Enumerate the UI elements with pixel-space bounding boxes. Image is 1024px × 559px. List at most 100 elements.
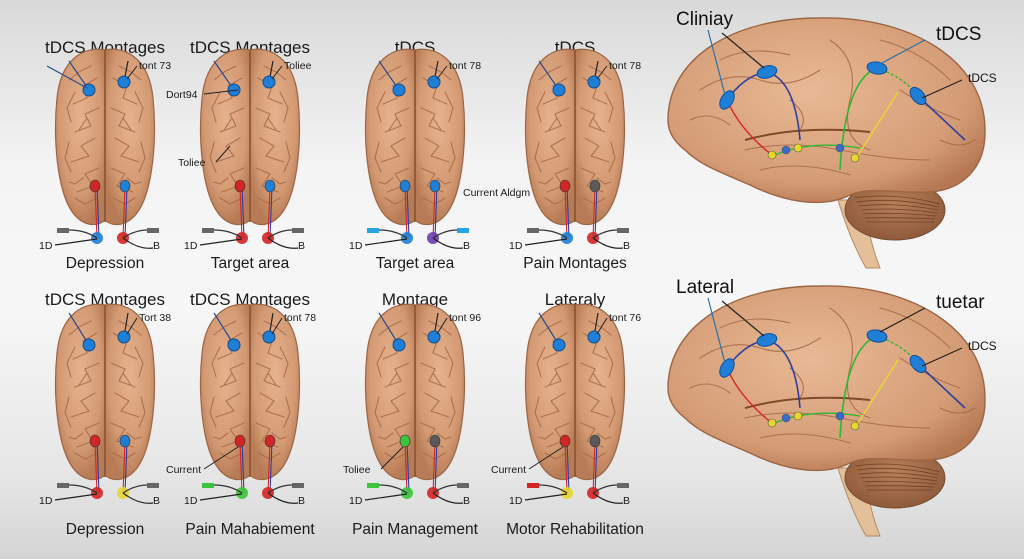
cerebellum-fold [864,485,936,488]
label-leader [432,492,464,504]
electrode-top-blue [552,338,566,352]
cerebellum-fold [858,472,939,479]
annotation-leader [596,65,608,80]
wire-blue [406,440,410,494]
plug-left [202,483,214,488]
annotation-label: tont 73 [139,60,171,72]
electrode-bottom-blue [399,179,411,193]
plug-left [527,228,539,233]
pad-label-1d: 1D [349,240,363,252]
brain-top-view [364,48,466,226]
plug-wire [122,229,148,239]
panel-title: tDCS Montages [190,38,310,57]
wire-red [267,185,271,239]
sulcus [719,50,791,61]
hemisphere-right [414,48,466,226]
electrode-bottom-red [234,434,246,448]
annotation-leader [203,89,239,95]
panel-title: tDCS Montages [45,290,165,309]
annotation-label: Current Aldgm [463,187,530,199]
annotation-leader [436,317,448,335]
brain-top-view [524,48,626,226]
pad-label-1d: 1D [509,495,523,507]
panel-caption: Pain Montages [523,255,627,272]
wire-blue [269,185,273,239]
pad-label-b: B [298,495,305,507]
panel-caption: Motor Rehabilitation [506,521,644,538]
plug-wire [538,484,568,494]
wire-red [94,440,98,494]
annotation-label: tont 76 [609,312,641,324]
wire-blue [269,440,273,494]
label-top: tuetar [936,292,985,313]
wire-blue [124,440,128,494]
electrode-pad-blue [719,358,735,378]
electrode-clip [850,421,860,431]
wire-green [774,412,861,424]
panel-caption: Target area [376,255,455,272]
electrode-bottom-gray [589,179,601,193]
label-leader [199,493,243,501]
wire-blue [917,363,966,409]
annotation-label: Toliee [284,60,312,72]
electrode-clip [767,418,777,428]
annotation-leader [380,446,404,470]
sulcus [689,115,731,126]
electrode-top-blue [552,83,566,97]
panel-title: tDCS Montages [45,38,165,57]
wire-red [122,185,126,239]
label-leader [921,347,963,367]
electrode-top-blue [82,83,96,97]
cerebellum-fold [862,212,937,217]
electrode-bottom-red [234,179,246,193]
sulcus [879,39,951,81]
label-leader [364,493,408,501]
annotation-leader [126,317,138,335]
label-leader [592,237,624,249]
panel-caption: Pain Mahabiement [185,521,315,538]
pad-label-b: B [153,240,160,252]
plug-wire [378,484,408,494]
electrode-pad-blue [719,90,735,110]
sulcus [829,307,871,419]
wire-red [564,185,568,239]
wire-red [239,440,243,494]
brain-top-view [54,48,156,226]
sulcus [939,139,976,146]
electrode-bottom-blue [264,179,276,193]
panel-title: Lateraly [545,290,606,309]
plug-left [57,228,69,233]
plug-wire [267,229,293,239]
gyri-right [420,65,456,205]
plug-left [367,483,379,488]
plug-left [202,228,214,233]
wire-blue [241,185,245,239]
wire-blue [406,185,410,239]
wire-blue [96,185,100,239]
label-leader [524,238,568,246]
pad-label-b: B [153,495,160,507]
wire-blue [566,440,570,494]
wire-red [592,440,596,494]
electrode-clip [781,145,791,155]
plug-right [457,483,469,488]
electrode-bottom-blue [429,179,441,193]
pad-label-b: B [298,240,305,252]
plug-wire [378,229,408,239]
label-leader [524,493,568,501]
annotation-label: Dort94 [166,89,198,101]
wire-red [239,185,243,239]
electrode-clip [767,150,777,160]
plug-right [292,228,304,233]
label-leader [267,492,299,504]
electrode-pad-blue [866,61,888,75]
cerebellum-fold [862,480,937,485]
panel-caption: Depression [66,255,144,272]
pad-label-b: B [623,240,630,252]
label-leader [592,492,624,504]
label-leader [707,29,726,96]
